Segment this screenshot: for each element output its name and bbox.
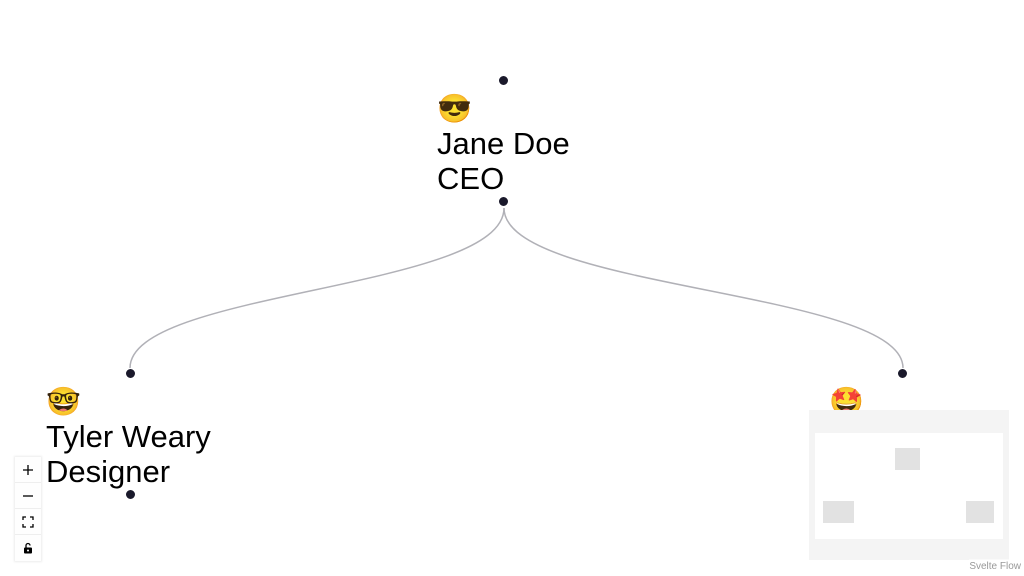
zoom-out-button[interactable] [15,483,41,509]
node-role: CEO [437,161,505,196]
target-handle-third[interactable] [897,368,908,379]
plus-icon [23,464,33,475]
source-handle-jane-doe[interactable] [498,196,509,207]
node-role: Designer [46,454,171,489]
node-tyler-weary[interactable]: 🤓 Tyler Weary Designer [46,385,211,489]
fit-view-button[interactable] [15,509,41,535]
target-handle-jane-doe[interactable] [498,75,509,86]
minimap-node-tyler-weary [823,501,854,523]
minus-icon [23,494,33,497]
edge-ceo-to-designer[interactable] [129,207,505,369]
unlock-icon [24,542,32,554]
minimap-node-jane-doe [895,448,920,470]
target-handle-tyler-weary[interactable] [125,368,136,379]
nerd-emoji-icon: 🤓 [46,386,81,417]
attribution-link[interactable]: Svelte Flow [969,559,1021,574]
flow-controls [15,457,41,561]
edge-ceo-to-third[interactable] [503,207,904,369]
source-handle-tyler-weary[interactable] [125,489,136,500]
minimap-node-third [966,501,994,523]
minimap[interactable] [809,410,1009,560]
zoom-in-button[interactable] [15,457,41,483]
lock-toggle-button[interactable] [15,535,41,561]
node-name: Tyler Weary [46,419,211,454]
sunglasses-emoji-icon: 😎 [437,93,472,124]
node-name: Jane Doe [437,126,570,161]
node-jane-doe[interactable]: 😎 Jane Doe CEO [437,92,570,196]
fit-view-icon [22,515,34,528]
